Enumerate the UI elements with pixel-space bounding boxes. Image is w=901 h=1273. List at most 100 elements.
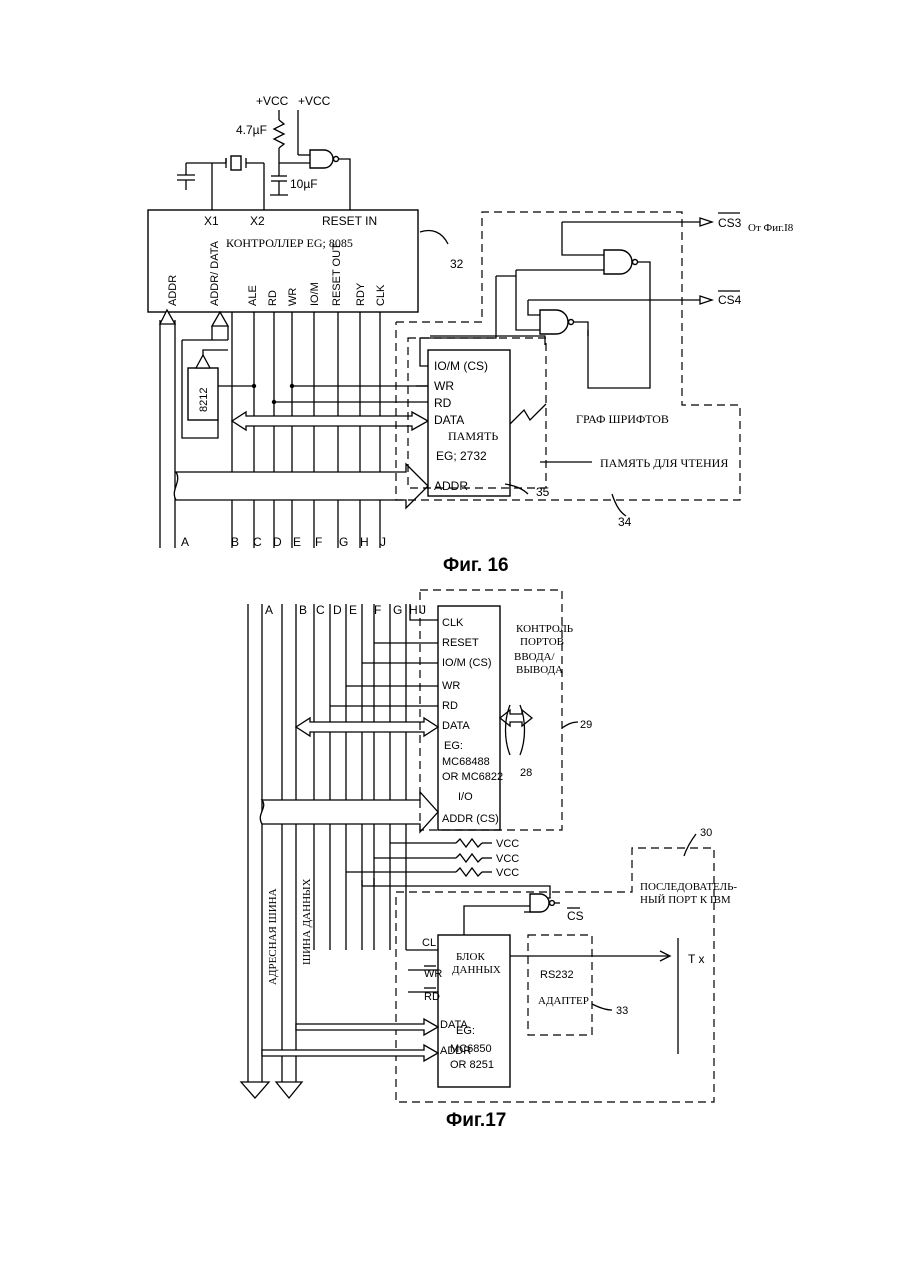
io-pin-rd: RD bbox=[442, 700, 458, 712]
reset-nand-gate bbox=[310, 150, 333, 168]
memory-2732: IO/M (CS) WR RD DATA ПАМЯТЬ EG; 2732 ADD… bbox=[428, 350, 510, 496]
svg-text:C: C bbox=[316, 603, 325, 617]
vcc-1: VCC bbox=[496, 838, 519, 850]
io-pin-reset: RESET bbox=[442, 637, 479, 649]
svg-text:E: E bbox=[293, 535, 301, 549]
vcc-2: VCC bbox=[496, 853, 519, 865]
svg-text:B: B bbox=[299, 603, 307, 617]
svg-text:F: F bbox=[315, 535, 322, 549]
svg-text:J: J bbox=[420, 603, 426, 617]
uart-addr-arrow bbox=[262, 1045, 438, 1061]
io-chip: CLK RESET IO/M (CS) WR RD DATA EG: MC684… bbox=[438, 606, 503, 830]
mem-pin-rd: RD bbox=[434, 396, 452, 410]
pin-addr-data: ADDR/ DATA bbox=[209, 240, 221, 306]
controller-ref: 32 bbox=[450, 257, 464, 271]
fig16-data-bus-arrow bbox=[232, 412, 428, 430]
address-bus-label: АДРЕСНАЯ ШИНА bbox=[267, 888, 279, 985]
mem-pin-data: DATA bbox=[434, 413, 464, 427]
svg-text:C: C bbox=[253, 535, 262, 549]
io-bus-ref: 28 bbox=[520, 767, 532, 779]
cs3-source: От Фиг.I8 bbox=[748, 222, 794, 234]
uart-model-3: OR 8251 bbox=[450, 1059, 494, 1071]
serial-label-2: НЫЙ ПОРТ К IBM bbox=[640, 894, 731, 906]
pin-addr: ADDR bbox=[167, 275, 179, 306]
mem-ref: 35 bbox=[536, 485, 550, 499]
vcc-label-2: +VCC bbox=[298, 94, 331, 108]
crystal-oscillator bbox=[177, 156, 264, 210]
mem-pin-io-m: IO/M (CS) bbox=[434, 359, 488, 373]
capacitor-label: 10µF bbox=[290, 177, 318, 191]
io-pin-addr: ADDR (CS) bbox=[442, 813, 499, 825]
resistor-label: 4.7µF bbox=[236, 123, 267, 137]
uart-title-2: ДАННЫХ bbox=[452, 964, 501, 976]
fig16-address-bus-arrow bbox=[174, 464, 428, 508]
latch-label: 8212 bbox=[198, 388, 210, 412]
io-pin-io-m: IO/M (CS) bbox=[442, 657, 492, 669]
svg-text:A: A bbox=[265, 603, 273, 617]
io-model-1: EG: bbox=[444, 740, 463, 752]
io-label-3: ВВОДА/ bbox=[514, 651, 556, 663]
mem-pin-addr: ADDR bbox=[434, 479, 468, 493]
fig16-caption: Фиг. 16 bbox=[443, 555, 509, 576]
uart-title-1: БЛОК bbox=[456, 951, 485, 963]
svg-text:J: J bbox=[380, 535, 386, 549]
svg-text:A: A bbox=[181, 535, 189, 549]
svg-text:G: G bbox=[393, 603, 402, 617]
svg-text:B: B bbox=[231, 535, 239, 549]
io-model-3: OR MC6822 bbox=[442, 771, 503, 783]
io-pin-clk: CLK bbox=[442, 617, 464, 629]
pin-wr: WR bbox=[287, 288, 299, 306]
uart-cl: CL bbox=[422, 937, 436, 949]
controller-x1: X1 bbox=[204, 214, 219, 228]
io-label-4: ВЫВОДА bbox=[516, 664, 563, 676]
controller-8085: X1 X2 RESET IN КОНТРОЛЛЕР EG; 8085 ADDR … bbox=[148, 210, 418, 312]
rs232-adapter-boundary bbox=[528, 935, 592, 1035]
tx-label: T x bbox=[688, 952, 704, 966]
mem-title: ПАМЯТЬ bbox=[448, 429, 498, 443]
serial-ref: 30 bbox=[700, 827, 712, 839]
serial-label-1: ПОСЛЕДОВАТЕЛЬ- bbox=[640, 881, 737, 893]
controller-reset-in: RESET IN bbox=[322, 214, 377, 228]
uart-addr: ADDR bbox=[440, 1045, 471, 1057]
rs232-ref: 33 bbox=[616, 1005, 628, 1017]
pin-io-m: IO/M bbox=[309, 282, 321, 306]
cs4-nand-gate bbox=[540, 310, 568, 334]
io-model-4: I/O bbox=[458, 791, 473, 803]
uart-rd: RD bbox=[424, 991, 440, 1003]
fig16-signal-lines bbox=[160, 310, 380, 548]
latch-8212: 8212 bbox=[182, 340, 228, 438]
pin-clk: CLK bbox=[375, 284, 387, 306]
figure-16: +VCC +VCC 4.7µF 10µF bbox=[148, 94, 794, 576]
uart-data: DATA bbox=[440, 1019, 468, 1031]
reset-network bbox=[270, 110, 350, 210]
vcc-3: VCC bbox=[496, 867, 519, 879]
svg-text:E: E bbox=[349, 603, 357, 617]
io-ref: 29 bbox=[580, 719, 592, 731]
svg-text:F: F bbox=[374, 603, 381, 617]
uart-data-arrow bbox=[296, 1019, 438, 1035]
fig17-bus-letters: A B C D E F G H bbox=[265, 603, 418, 617]
fig17-caption: Фиг.17 bbox=[446, 1110, 506, 1131]
mem-pin-wr: WR bbox=[434, 379, 454, 393]
serial-cs-logic bbox=[362, 878, 560, 936]
cs-label: CS bbox=[567, 909, 584, 923]
font-graph-link bbox=[510, 404, 546, 424]
cs3-label: CS3 bbox=[718, 216, 742, 230]
pin-reset-out: RESET OUT bbox=[331, 243, 343, 306]
svg-text:H: H bbox=[360, 535, 369, 549]
uart-block: БЛОК ДАННЫХ EG: MC6850 OR 8251 bbox=[438, 935, 510, 1087]
io-model-2: MC68488 bbox=[442, 756, 490, 768]
svg-text:D: D bbox=[273, 535, 282, 549]
io-label-1: КОНТРОЛЬ bbox=[516, 623, 573, 635]
cs4-label: CS4 bbox=[718, 293, 742, 307]
io-pin-data: DATA bbox=[442, 720, 470, 732]
fig16-bus-letters: A B C D E F G H J bbox=[181, 535, 386, 549]
svg-text:G: G bbox=[339, 535, 348, 549]
svg-text:D: D bbox=[333, 603, 342, 617]
mem-model: EG; 2732 bbox=[436, 449, 487, 463]
io-label-2: ПОРТОВ bbox=[520, 636, 564, 648]
controller-x2: X2 bbox=[250, 214, 265, 228]
figure-17: A B C D E F G H J bbox=[241, 590, 737, 1131]
pin-rdy: RDY bbox=[355, 282, 367, 306]
